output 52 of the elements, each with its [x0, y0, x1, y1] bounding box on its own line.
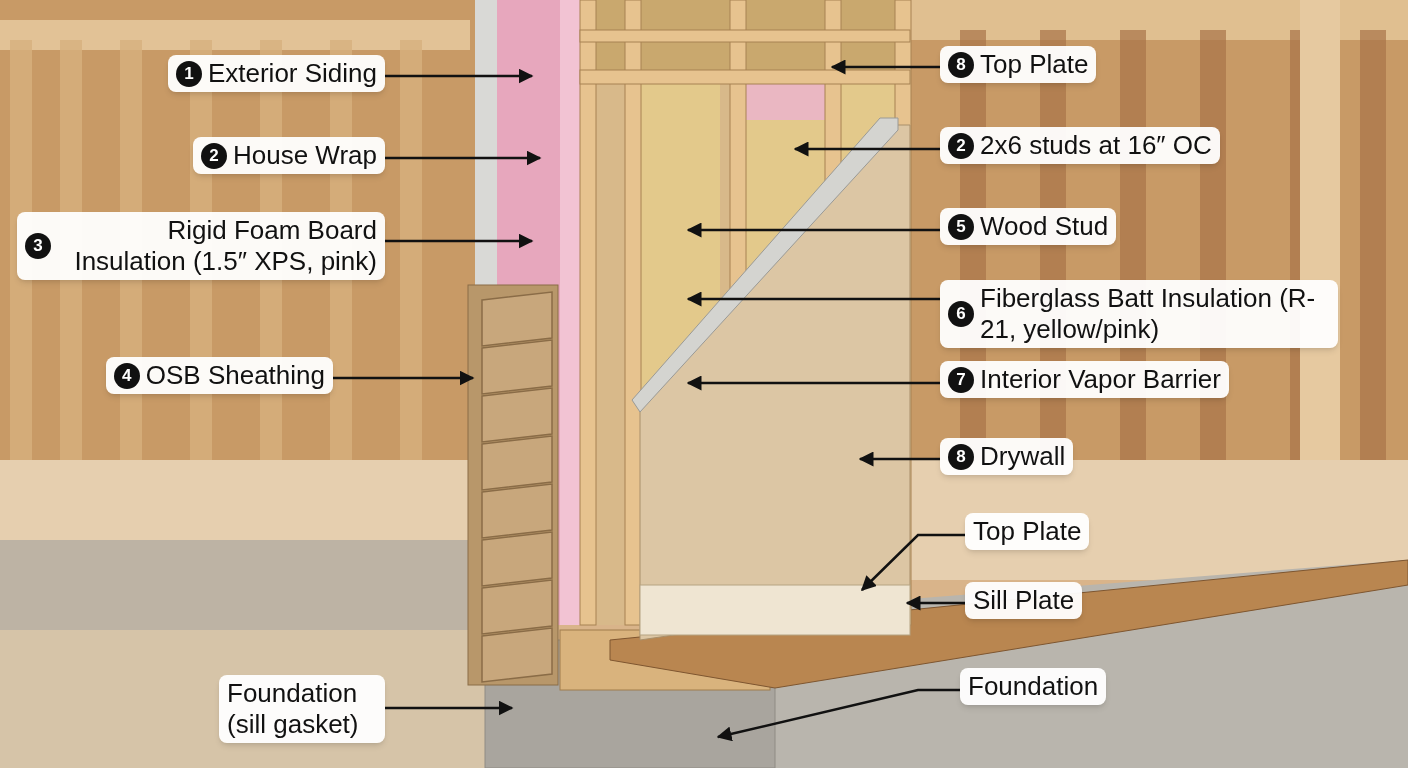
callout-label — [940, 280, 1338, 348]
callout-label — [167, 55, 385, 92]
callout-label — [940, 127, 1220, 164]
callout-number: 5 — [948, 213, 974, 240]
callout-number: 7 — [948, 366, 974, 393]
callout-number: 8 — [948, 51, 974, 78]
leader-arrow — [686, 222, 940, 238]
callout-number: 1 — [175, 60, 202, 87]
callout-number: 2 — [948, 132, 974, 159]
callout-text: OSB Sheathing — [145, 360, 325, 391]
callout-text: 2x6 studs at 16″ OC — [980, 130, 1212, 161]
leader-arrow — [793, 141, 940, 157]
leader-arrow — [830, 59, 940, 75]
leader-arrow — [385, 68, 534, 84]
callout-number: 2 — [200, 142, 227, 169]
leader-arrow — [905, 595, 965, 611]
callout-label — [940, 46, 1097, 83]
leader-arrow — [385, 150, 542, 166]
callout-text: Foundation — [968, 671, 1099, 702]
leader-arrow — [385, 233, 534, 249]
callout-label — [940, 438, 1074, 475]
callout-text: Sill Plate — [973, 585, 1075, 616]
leader-arrow — [686, 375, 940, 391]
callout-label — [192, 137, 385, 174]
leader-arrow — [385, 700, 514, 716]
callout-label — [105, 357, 333, 394]
callout-text: Top Plate — [980, 49, 1089, 80]
callout-label — [965, 582, 1083, 619]
callout-label — [17, 212, 385, 280]
callout-number: 3 — [25, 233, 51, 259]
callout-text: Rigid Foam Board Insulation (1.5″ XPS, pink) — [73, 215, 377, 277]
callout-text: Top Plate — [973, 516, 1082, 547]
callout-number: 8 — [948, 443, 974, 470]
callout-number: 4 — [113, 362, 140, 389]
leader-arrow — [860, 533, 965, 592]
callout-text: Fiberglass Batt Insulation (R-21, yellow/pink) — [980, 283, 1317, 345]
callout-label — [940, 361, 1229, 398]
callout-text: Foundation (sill gasket) — [227, 678, 360, 740]
callout-text: Interior Vapor Barrier — [980, 364, 1221, 395]
leader-arrow — [686, 291, 940, 307]
callout-text: Drywall — [980, 441, 1066, 472]
callout-number: 6 — [948, 301, 974, 327]
callout-text: Exterior Siding — [207, 58, 377, 89]
callout-text: Wood Stud — [980, 211, 1109, 242]
callout-label — [219, 675, 385, 743]
callout-label — [960, 668, 1107, 705]
leader-arrow — [716, 688, 960, 742]
callout-label — [940, 208, 1117, 245]
callout-label — [965, 513, 1090, 550]
leader-arrow — [333, 370, 475, 386]
leader-arrow — [858, 451, 940, 467]
callout-text: House Wrap — [232, 140, 377, 171]
